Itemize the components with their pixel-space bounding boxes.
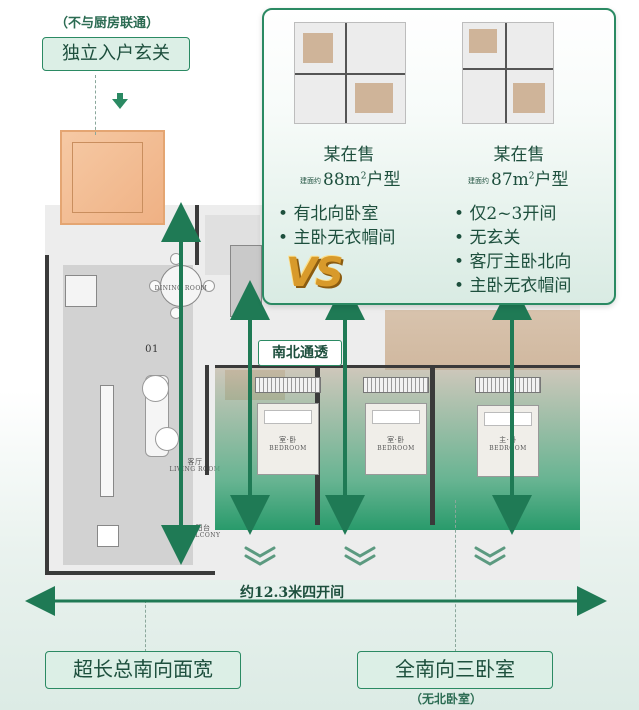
left-point: 有北向卧室 [278,202,395,226]
south-width-label: 超长总南向面宽 [45,651,241,689]
right-points: 仅2~3开间 无玄关 客厅主卧北向 主卧无衣帽间 [454,202,571,298]
right-point: 主卧无衣帽间 [454,274,571,298]
entry-label: 独立入户玄关 [42,37,190,71]
bedroom1-label-cn: 室·卧 [279,436,297,444]
balcony-label-cn: 阳台 [195,524,211,532]
left-title: 某在售 [323,145,375,165]
down-arrow-icon [112,93,128,109]
floor-plan: DINING ROOM 01 客厅 LIVING ROOM 阳台 BALCONY… [45,205,580,580]
right-point: 客厅主卧北向 [454,250,571,274]
bedroom2-label-cn: 室·卧 [387,436,405,444]
mini-floorplan-87 [462,22,554,124]
left-point: 主卧无衣帽间 [278,226,395,250]
right-point: 无玄关 [454,226,571,250]
mini-floorplan-88 [294,22,406,124]
balcony-label-en: BALCONY [185,532,221,539]
bedroom1-label-en: BEDROOM [269,445,307,452]
no-north-bedroom-note: （无北卧室） [410,692,483,706]
three-bedroom-label: 全南向三卧室 [357,651,553,689]
tongtou-tag: 南北通透 [258,340,342,366]
entry-hall [60,130,165,225]
right-point: 仅2~3开间 [454,202,571,226]
unit-number: 01 [145,344,159,355]
chevron-down-icons [244,546,506,566]
vs-badge: VS [286,250,344,296]
right-title: 某在售 [493,145,545,165]
width-label: 约12.3米四开间 [240,585,345,601]
left-points: 有北向卧室 主卧无衣帽间 [278,202,395,250]
entry-note: （不与厨房联通） [55,16,160,31]
bedroom2-label-en: BEDROOM [377,445,415,452]
